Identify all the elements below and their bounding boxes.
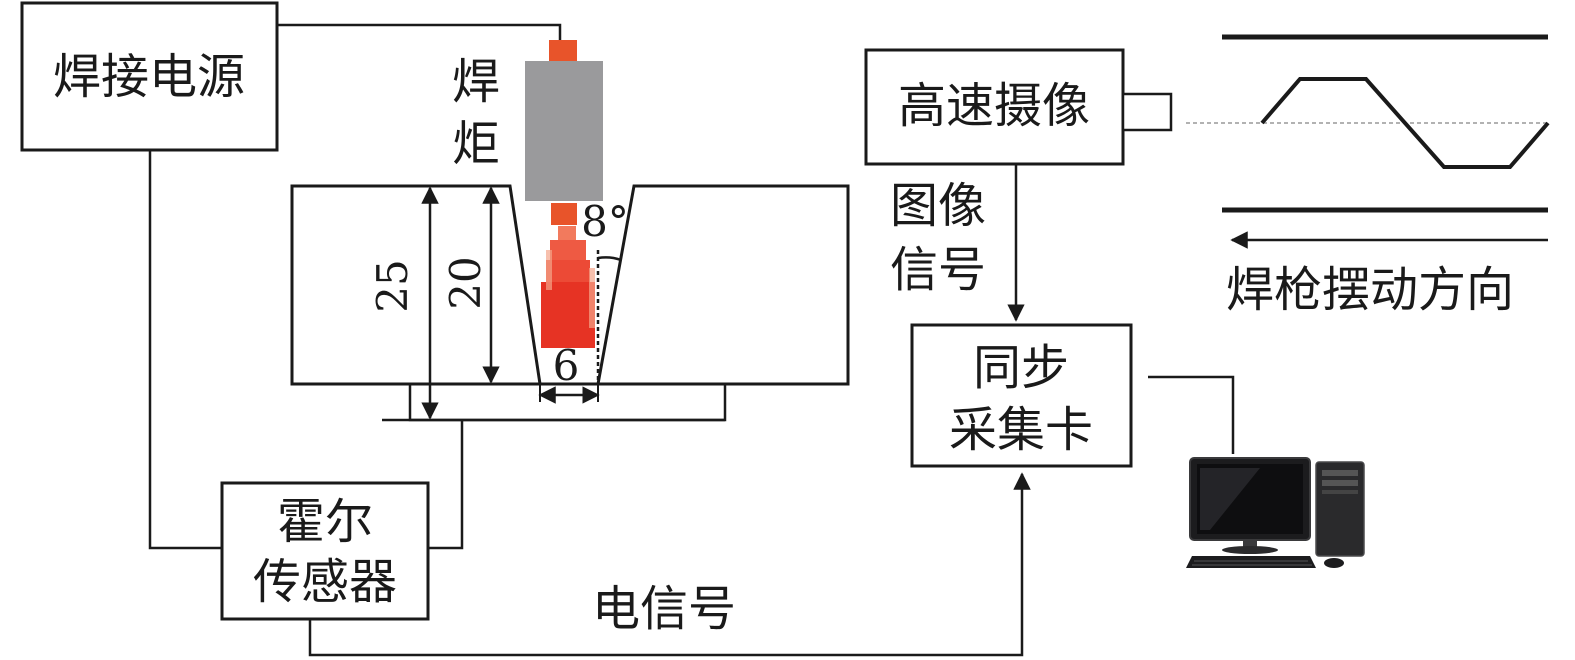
hall-sensor-label-2: 传感器 (253, 554, 397, 610)
welding-torch (525, 40, 603, 225)
high-speed-camera-label: 高速摄像 (898, 78, 1090, 134)
electric-signal-label: 电信号 (592, 581, 736, 637)
dimension-groove-depth: 20 (441, 186, 500, 384)
torch-cable (277, 23, 562, 40)
torch-label-1: 焊 (452, 54, 500, 110)
bevel-angle-indicator: 8° (581, 197, 629, 384)
electric-signal-arrow (308, 472, 1031, 657)
torch-body (525, 61, 603, 201)
computer-cable (1148, 375, 1235, 454)
welding-arc (541, 226, 595, 348)
groove-depth-label: 20 (441, 256, 490, 309)
hall-sensor-label-1: 霍尔 (277, 494, 373, 550)
right-plate (596, 184, 850, 386)
torch-top-tip (549, 40, 577, 64)
swing-direction-label: 焊枪摆动方向 (1226, 262, 1514, 318)
power-supply-box: 焊接电源 (20, 1, 279, 152)
thickness-label: 25 (368, 259, 417, 312)
swing-waveform-panel (1186, 18, 1550, 236)
bevel-angle-label: 8° (581, 197, 629, 246)
workpiece (290, 184, 850, 550)
image-signal-label-1: 图像 (890, 178, 986, 234)
sync-card-box: 同步 采集卡 (910, 323, 1133, 468)
ground-cable (428, 420, 464, 550)
image-signal-label-2: 信号 (890, 242, 986, 298)
sync-card-label-1: 同步 (973, 340, 1069, 396)
dimension-root-gap: 6 (538, 341, 600, 404)
root-gap-label: 6 (553, 341, 580, 390)
dimension-thickness: 25 (368, 186, 439, 420)
sync-card-label-2: 采集卡 (949, 402, 1093, 458)
power-to-sensor-cable (148, 150, 222, 550)
torch-swing-path (1260, 77, 1550, 169)
torch-nozzle (551, 203, 577, 225)
camera-lens (1121, 92, 1173, 132)
torch-label-2: 炬 (452, 116, 500, 172)
power-supply-label: 焊接电源 (53, 49, 245, 105)
high-speed-camera-box: 高速摄像 (864, 48, 1173, 166)
desktop-computer-icon (1186, 457, 1365, 568)
hall-sensor-box: 霍尔 传感器 (220, 481, 430, 621)
